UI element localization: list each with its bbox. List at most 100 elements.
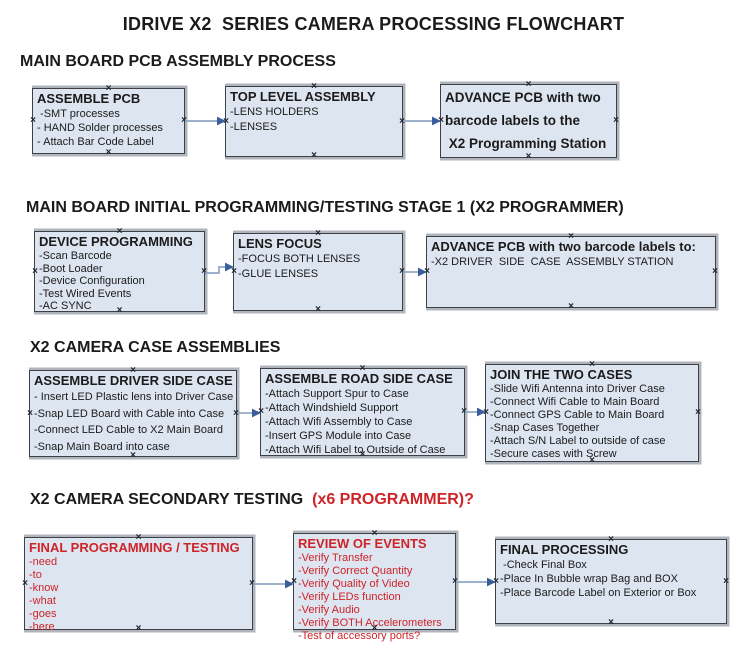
flow-box-item: -Slide Wifi Antenna into Driver Case (490, 383, 665, 395)
connection-point-icon: × (135, 532, 142, 543)
flow-box-final-programming-testing: FINAL PROGRAMMING / TESTING-need-to-know… (22, 533, 255, 634)
flow-box-item: -Verify Correct Quantity (298, 565, 413, 577)
flow-box-item: -what (29, 595, 56, 607)
flow-box-title: LENS FOCUS (238, 236, 322, 251)
flow-box-item: -Device Configuration (39, 275, 145, 287)
connection-point-icon: × (525, 79, 532, 90)
connection-point-icon: × (311, 150, 317, 161)
connection-point-icon: × (399, 266, 405, 277)
connection-point-icon: × (135, 623, 142, 634)
flow-box-title: ADVANCE PCB with two barcode labels to: (431, 239, 696, 254)
connection-point-icon: × (231, 266, 237, 277)
flow-box-item: -AC SYNC (39, 300, 92, 312)
connection-point-icon: × (525, 151, 532, 162)
connection-point-icon: × (461, 406, 467, 417)
flow-box-title: TOP LEVEL ASSEMBLY (230, 89, 376, 104)
flow-box-item: -know (29, 582, 59, 594)
connection-point-icon: × (258, 406, 264, 417)
connection-point-icon: × (359, 449, 366, 460)
flow-box-item: -to (29, 569, 42, 581)
flow-box-item: - HAND Solder processes (37, 122, 163, 134)
flow-box-item: -Connect GPS Cable to Main Board (490, 409, 665, 421)
flow-box-join-the-two-cases: JOIN THE TWO CASES-Slide Wifi Antenna in… (483, 360, 701, 466)
connection-point-icon: × (613, 115, 619, 126)
flow-box-item: -Place In Bubble wrap Bag and BOX (500, 573, 678, 585)
connection-point-icon: × (568, 231, 574, 242)
connection-point-icon: × (105, 147, 112, 158)
connection-point-icon: × (291, 575, 297, 587)
flow-box-item: -Boot Loader (39, 262, 103, 275)
flow-box-item: -Attach Windshield Support (265, 402, 399, 414)
flow-box-item: X2 Programming Station (445, 136, 607, 151)
flow-box-review-of-events: REVIEW OF EVENTS-Verify Transfer-Verify … (291, 529, 458, 643)
connection-point-icon: × (608, 617, 614, 628)
connection-point-icon: × (589, 359, 595, 370)
flow-box-item: -Check Final Box (500, 559, 587, 571)
flow-box-item: ADVANCE PCB with two (445, 90, 601, 105)
flow-box-item: -Snap Cases Together (490, 422, 600, 434)
flow-box-item: -Verify Quality of Video (298, 578, 410, 590)
flow-box-item: -Attach S/N Label to outside of case (490, 435, 666, 447)
connection-point-icon: × (27, 407, 33, 419)
connection-point-icon: × (233, 407, 239, 419)
flow-box-item: -Verify BOTH Accelerometers (298, 617, 442, 629)
flow-box-item: -goes (29, 608, 57, 620)
flow-box-item: -Connect Wifi Cable to Main Board (490, 396, 660, 408)
connection-point-icon: × (223, 115, 229, 127)
section-heading-secondary-testing-black: X2 CAMERA SECONDARY TESTING (30, 491, 313, 508)
flow-box-assemble-pcb: ASSEMBLE PCB -SMT processes- HAND Solder… (30, 84, 187, 158)
connection-point-icon: × (181, 115, 187, 126)
connection-point-icon: × (32, 265, 38, 277)
flow-box-item: - Attach Bar Code Label (37, 136, 154, 148)
connection-point-icon: × (30, 115, 36, 126)
connection-point-icon: × (371, 528, 378, 539)
connection-point-icon: × (359, 363, 366, 374)
connection-point-icon: × (315, 228, 321, 239)
flow-box-title: REVIEW OF EVENTS (298, 536, 427, 551)
flow-box-device-programming: DEVICE PROGRAMMING-Scan Barcode-Boot Loa… (32, 227, 207, 316)
connection-point-icon: × (201, 265, 207, 277)
flow-box-assemble-road-side-case: ASSEMBLE ROAD SIDE CASE -Attach Support S… (258, 364, 467, 460)
flow-box-title: JOIN THE TWO CASES (490, 367, 633, 382)
connection-point-icon: × (399, 115, 405, 127)
flow-box-top-level-assembly: TOP LEVEL ASSEMBLY-LENS HOLDERS-LENSES××… (223, 82, 405, 161)
flow-box-title: FINAL PROGRAMMING / TESTING (29, 540, 240, 555)
flow-box-item: -Attach Wifi Assembly to Case (265, 416, 413, 428)
connection-point-icon: × (311, 81, 317, 92)
connection-point-icon: × (315, 304, 321, 315)
connection-point-icon: × (116, 226, 123, 237)
connection-point-icon: × (723, 575, 729, 587)
flow-box-title: ASSEMBLE ROAD SIDE CASE (265, 371, 453, 386)
connector-line (205, 266, 226, 274)
flow-box-item: -Snap LED Board with Cable into Case (34, 407, 225, 420)
flow-box-item: - Insert LED Plastic lens into Driver Ca… (34, 391, 234, 403)
flow-box-item: -Place Barcode Label on Exterior or Box (500, 587, 697, 599)
flow-box-item: -Attach Support Spur to Case (265, 388, 409, 400)
connection-point-icon: × (438, 115, 444, 126)
connection-point-icon: × (608, 534, 614, 545)
flow-box-title: FINAL PROCESSING (500, 542, 629, 557)
flow-box-item: -Snap Main Board into case (34, 440, 170, 453)
flow-box-title: DEVICE PROGRAMMING (39, 234, 193, 249)
connection-point-icon: × (116, 305, 123, 316)
flow-box-item: -GLUE LENSES (238, 268, 319, 280)
connection-point-icon: × (22, 577, 28, 589)
connection-point-icon: × (249, 577, 255, 589)
flow-box-item: -need (29, 556, 58, 568)
section-heading-initial-programming: MAIN BOARD INITIAL PROGRAMMING/TESTING S… (26, 199, 624, 216)
connection-point-icon: × (483, 407, 489, 418)
flow-box-item: -Secure cases with Screw (490, 448, 617, 460)
connection-point-icon: × (130, 365, 136, 376)
connection-point-icon: × (371, 623, 378, 634)
flow-box-item: -Scan Barcode (39, 250, 112, 262)
flow-box-lens-focus: LENS FOCUS-FOCUS BOTH LENSES-GLUE LENSES… (231, 229, 405, 315)
flow-box-title: ASSEMBLE DRIVER SIDE CASE (34, 373, 233, 388)
flow-box-advance-to-driver-side-station: ADVANCE PCB with two barcode labels to:-… (424, 232, 718, 312)
connection-point-icon: × (493, 575, 499, 587)
connection-point-icon: × (424, 266, 430, 277)
flow-box-item: -Verify Audio (298, 604, 360, 616)
connection-point-icon: × (589, 455, 595, 466)
flow-box-item: -LENSES (230, 121, 278, 133)
flow-box-item: -LENS HOLDERS (230, 106, 319, 118)
